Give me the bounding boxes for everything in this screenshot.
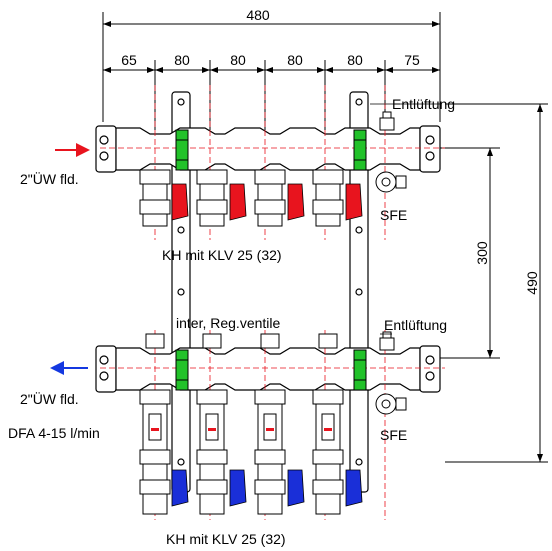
dim-overall-height: 490 — [524, 271, 540, 295]
regulating-valve-caps — [145, 331, 395, 351]
supply-vent-valve — [375, 111, 407, 193]
return-manifold — [95, 345, 441, 393]
dim-segment-5: 80 — [347, 52, 363, 68]
dim-segment-3: 80 — [230, 52, 246, 68]
label-bottom-connection: 2"ÜW fld. — [20, 390, 79, 407]
label-bottom-valves: KH mit KLV 25 (32) — [166, 531, 286, 547]
dim-segment-1: 65 — [121, 52, 137, 68]
return-outlets — [139, 389, 344, 515]
dim-overall-width: 480 — [246, 7, 270, 23]
dim-segment-4: 80 — [287, 52, 303, 68]
label-bottom-vent: Entlüftung — [384, 317, 447, 333]
return-valve-handles — [171, 469, 363, 507]
dim-segment-6: 75 — [404, 52, 420, 68]
supply-manifold — [95, 125, 441, 173]
label-top-sfe: SFE — [380, 207, 407, 223]
label-top-valves: KH mit KLV 25 (32) — [162, 247, 282, 263]
supply-arrow-icon — [55, 143, 90, 157]
return-vent-valve — [375, 393, 407, 415]
label-regulating-valves: inter, Reg.ventile — [176, 315, 280, 331]
dim-vertical-spacing: 300 — [474, 241, 490, 265]
label-top-vent: Entlüftung — [392, 96, 455, 112]
supply-valve-handles — [171, 183, 363, 221]
dimension-arrowheads — [103, 21, 543, 462]
leader-lines — [370, 103, 440, 335]
label-bottom-sfe: SFE — [380, 427, 407, 443]
flow-meter-marks — [151, 428, 332, 431]
label-flow-meter: DFA 4-15 l/min — [8, 425, 100, 441]
dim-segment-2: 80 — [174, 52, 190, 68]
supply-indicators — [175, 129, 367, 171]
supply-outlets — [139, 169, 344, 227]
label-top-connection: 2"ÜW fld. — [20, 170, 79, 187]
return-arrow-icon — [50, 361, 88, 375]
return-indicators — [175, 349, 367, 391]
